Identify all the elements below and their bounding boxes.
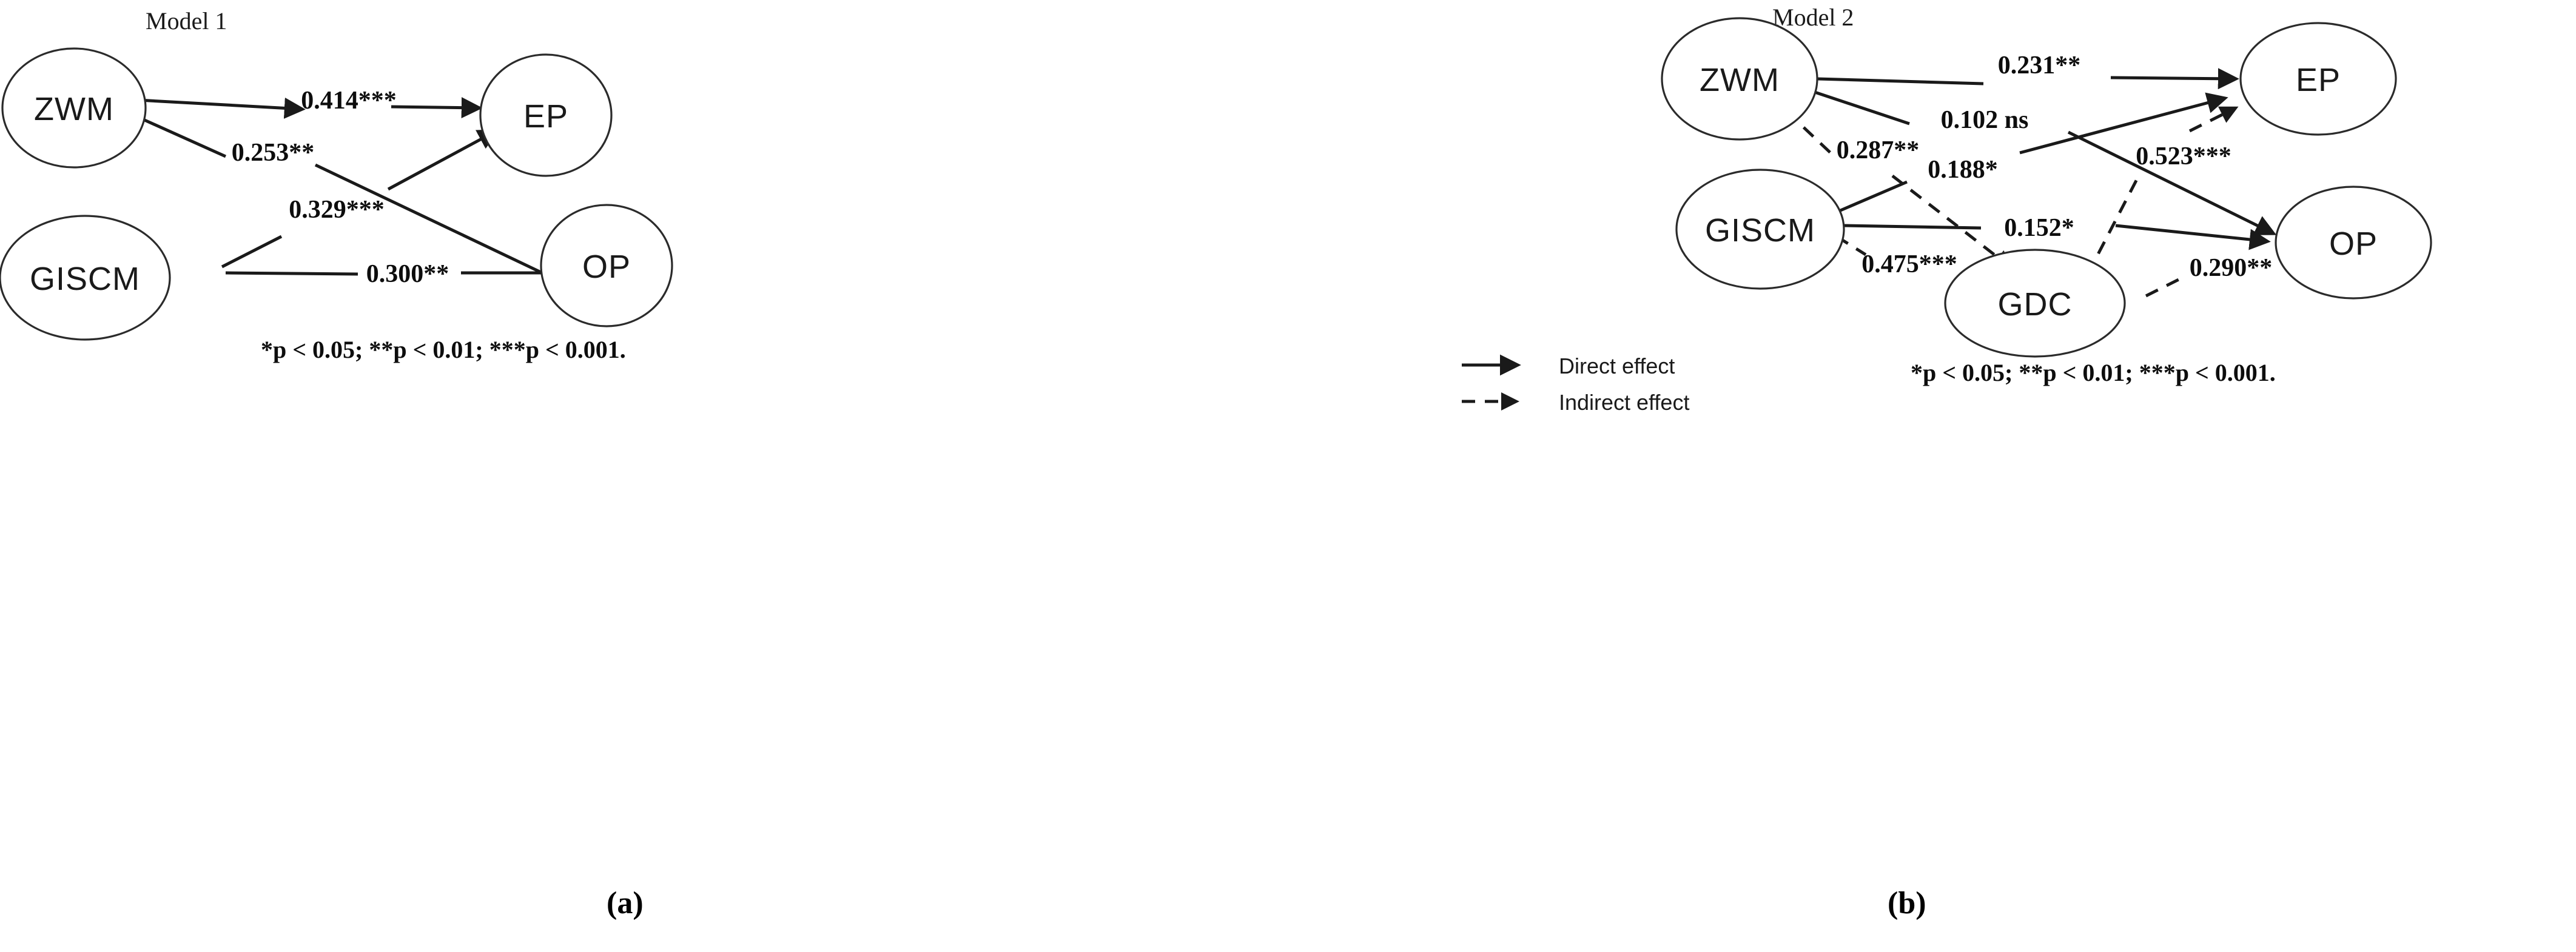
model-2-significance-note: *p < 0.05; **p < 0.01; ***p < 0.001. bbox=[1911, 359, 2276, 386]
edge-giscm-op: 0.300** bbox=[225, 260, 570, 288]
panel-model-2: Model 2 0.231** 0.102 ns 0.188* 0.152* bbox=[1286, 0, 2576, 952]
model-2-title: Model 2 bbox=[1772, 4, 1854, 31]
node-zwm-shape[interactable] bbox=[1, 47, 147, 169]
edge-zwm-op-label: 0.253** bbox=[232, 139, 315, 167]
node-op[interactable]: OP bbox=[2275, 186, 2432, 300]
edge-zwm-op: 0.253** bbox=[135, 115, 571, 287]
edge-giscm-ep-line bbox=[1838, 180, 1908, 213]
edge-giscm-ep: 0.188* bbox=[1838, 92, 2228, 213]
node-giscm-label: GISCM bbox=[1705, 212, 1815, 249]
edge-zwm-gdc-line-2 bbox=[1891, 175, 2013, 269]
node-zwm-label: ZWM bbox=[34, 91, 114, 127]
edge-gdc-ep-label: 0.523*** bbox=[2136, 142, 2231, 170]
model-2-diagram: Model 2 0.231** 0.102 ns 0.188* 0.152* bbox=[1462, 4, 2432, 415]
edge-giscm-ep-line-2 bbox=[387, 129, 500, 191]
legend-indirect-effect: Indirect effect bbox=[1462, 390, 1689, 415]
edge-giscm-op-line-2 bbox=[2115, 224, 2271, 250]
node-ep-shape[interactable] bbox=[479, 53, 613, 177]
edge-zwm-ep-line bbox=[1817, 77, 1984, 85]
edge-giscm-op: 0.152* bbox=[1843, 214, 2271, 250]
edge-gdc-ep: 0.523*** bbox=[2086, 106, 2239, 275]
edge-gdc-op: 0.290** bbox=[2145, 246, 2309, 298]
node-gdc[interactable]: GDC bbox=[1944, 249, 2126, 358]
node-zwm-shape[interactable] bbox=[1661, 17, 1818, 141]
node-giscm[interactable]: GISCM bbox=[1675, 169, 1845, 290]
edge-giscm-op-line bbox=[225, 271, 358, 276]
node-giscm[interactable]: GISCM bbox=[0, 215, 171, 341]
edge-zwm-ep-line-2 bbox=[2110, 68, 2239, 90]
node-zwm[interactable]: ZWM bbox=[1661, 17, 1818, 141]
panel-model-1: Model 1 0.414*** 0.253** 0.329*** 0.300*… bbox=[0, 0, 1286, 952]
legend-direct-label: Direct effect bbox=[1559, 354, 1675, 378]
edge-zwm-ep-line-2 bbox=[391, 97, 483, 119]
edge-zwm-op-label: 0.102 ns bbox=[1941, 106, 2029, 134]
edge-giscm-op-line bbox=[1843, 224, 1982, 230]
node-gdc-label: GDC bbox=[1998, 286, 2073, 323]
edge-giscm-ep-line bbox=[221, 235, 283, 269]
edge-giscm-ep-line-2 bbox=[2019, 92, 2228, 155]
legend-direct-effect: Direct effect bbox=[1462, 354, 1675, 378]
edge-gdc-ep-line-2 bbox=[2188, 106, 2239, 133]
node-giscm-shape[interactable] bbox=[1675, 169, 1845, 290]
node-op-shape[interactable] bbox=[2275, 186, 2432, 300]
model-1-diagram: Model 1 0.414*** 0.253** 0.329*** 0.300*… bbox=[0, 7, 673, 363]
node-zwm[interactable]: ZWM bbox=[1, 47, 147, 169]
node-ep-label: EP bbox=[523, 98, 568, 135]
edge-zwm-ep: 0.414*** bbox=[138, 87, 483, 119]
node-zwm-label: ZWM bbox=[1700, 62, 1780, 98]
node-op[interactable]: OP bbox=[540, 204, 673, 327]
node-op-label: OP bbox=[582, 249, 631, 285]
model-1-significance-note: *p < 0.05; **p < 0.01; ***p < 0.001. bbox=[261, 336, 626, 363]
model-1-title: Model 1 bbox=[146, 7, 227, 35]
node-giscm-label: GISCM bbox=[30, 261, 140, 297]
edge-zwm-op-line bbox=[1814, 90, 1910, 126]
edge-zwm-ep: 0.231** bbox=[1817, 52, 2239, 90]
caption-b: (b) bbox=[1888, 886, 1926, 920]
edge-zwm-ep-label: 0.414*** bbox=[301, 87, 397, 115]
edge-zwm-op-line bbox=[135, 115, 227, 158]
edge-gdc-op-line bbox=[2145, 277, 2181, 298]
edge-giscm-ep-label: 0.188* bbox=[1928, 156, 1998, 184]
node-giscm-shape[interactable] bbox=[0, 215, 171, 341]
edge-zwm-ep-line bbox=[138, 97, 306, 119]
edge-zwm-op-line-2 bbox=[2067, 130, 2277, 235]
edge-gdc-op-label: 0.290** bbox=[2190, 254, 2273, 282]
edge-giscm-ep-label: 0.329*** bbox=[289, 196, 385, 224]
edge-zwm-gdc: 0.287** bbox=[1786, 110, 2013, 269]
caption-a: (a) bbox=[607, 886, 644, 920]
node-ep[interactable]: EP bbox=[2239, 22, 2397, 136]
node-gdc-shape[interactable] bbox=[1944, 249, 2126, 358]
node-ep[interactable]: EP bbox=[479, 53, 613, 177]
edge-zwm-op: 0.102 ns bbox=[1814, 90, 2277, 235]
edge-giscm-op-label: 0.152* bbox=[2004, 214, 2074, 242]
edge-zwm-gdc-label: 0.287** bbox=[1837, 136, 1920, 164]
node-op-shape[interactable] bbox=[540, 204, 673, 327]
legend-indirect-label: Indirect effect bbox=[1559, 390, 1689, 415]
edge-giscm-gdc-label: 0.475*** bbox=[1861, 250, 1957, 278]
node-op-label: OP bbox=[2329, 226, 2378, 262]
edge-zwm-op-line-2 bbox=[314, 163, 571, 287]
edge-giscm-op-label: 0.300** bbox=[366, 260, 449, 288]
node-ep-label: EP bbox=[2296, 62, 2341, 98]
edge-zwm-ep-label: 0.231** bbox=[1998, 52, 2081, 79]
node-ep-shape[interactable] bbox=[2239, 22, 2397, 136]
edge-giscm-ep: 0.329*** bbox=[221, 129, 500, 269]
edge-gdc-ep-line bbox=[2086, 175, 2141, 275]
